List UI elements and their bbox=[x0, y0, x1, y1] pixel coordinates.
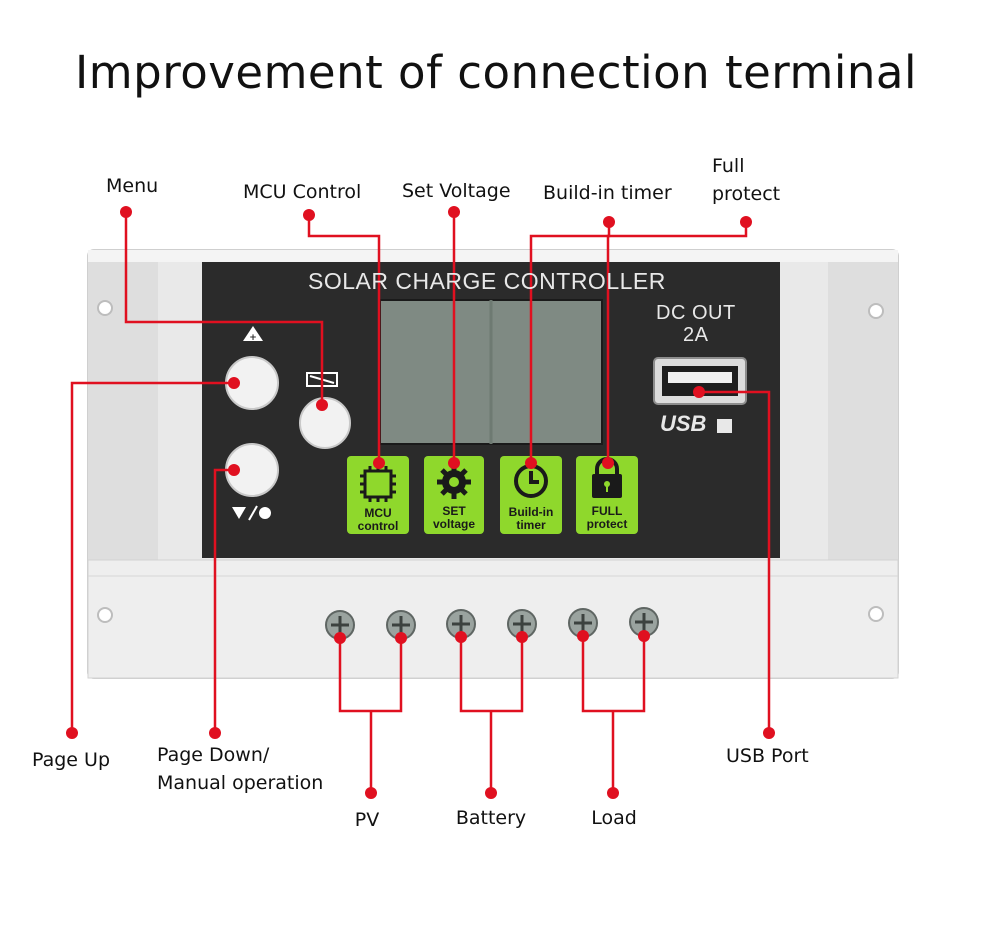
menu-leader bbox=[124, 212, 324, 405]
usb-b-icon bbox=[717, 419, 732, 433]
callout-page-down-line2: Manual operation bbox=[157, 772, 324, 794]
mcu-line2: control bbox=[357, 519, 399, 533]
build-in-timer-leader bbox=[529, 222, 611, 463]
dc-out-label: DC OUT bbox=[656, 302, 736, 324]
callout-mcu-control: MCU Control bbox=[243, 181, 362, 203]
mcu-line1: MCU bbox=[364, 506, 392, 520]
leader-lines bbox=[70, 212, 771, 793]
callout-pv: PV bbox=[354, 809, 380, 831]
page-title: Improvement of connection terminal bbox=[75, 46, 917, 99]
menu-button[interactable] bbox=[299, 397, 351, 449]
housing-top-rail bbox=[88, 250, 898, 262]
pv-positive-screw bbox=[325, 610, 355, 640]
mounting-holes bbox=[97, 300, 884, 623]
timer-line1: Build-in bbox=[508, 505, 554, 519]
callout-set-voltage: Set Voltage bbox=[402, 180, 511, 202]
callout-full-protect: Full protect bbox=[712, 152, 780, 208]
svg-text:+: + bbox=[249, 333, 257, 343]
callout-page-up: Page Up bbox=[32, 749, 111, 771]
panel-title: SOLAR CHARGE CONTROLLER bbox=[308, 268, 666, 294]
callout-full-protect-line1: Full bbox=[712, 155, 745, 177]
up-arrow-icon: + bbox=[243, 326, 263, 343]
callout-menu: Menu bbox=[106, 175, 159, 197]
timer-line2: timer bbox=[516, 518, 546, 532]
build-in-timer-button-label: Build-in timer bbox=[500, 506, 562, 532]
usb-port-tongue bbox=[668, 372, 732, 383]
callout-load: Load bbox=[591, 807, 637, 829]
full-protect-leader bbox=[606, 222, 748, 463]
callout-page-down: Page Down/ Manual operation bbox=[157, 741, 323, 797]
down-arrow-bulb-icon bbox=[232, 505, 271, 521]
leader-dots bbox=[66, 206, 775, 799]
mcu-control-button-label: MCU control bbox=[347, 507, 409, 533]
page-down-leader bbox=[213, 468, 234, 733]
dc-out-current: 2A bbox=[683, 324, 709, 346]
callout-build-in-timer: Build-in timer bbox=[543, 182, 672, 204]
page-up-leader bbox=[70, 381, 234, 733]
set-voltage-button-label: SET voltage bbox=[424, 505, 484, 531]
housing-right-flange bbox=[828, 262, 898, 562]
usb-logo: USB bbox=[660, 411, 707, 436]
usb-port-leader bbox=[699, 390, 771, 733]
protect-line2: protect bbox=[586, 517, 628, 531]
set-line2: voltage bbox=[432, 517, 475, 531]
callout-page-down-line1: Page Down/ bbox=[157, 744, 270, 766]
protect-line1: FULL bbox=[591, 504, 623, 518]
set-line1: SET bbox=[442, 504, 466, 518]
callout-usb-port: USB Port bbox=[726, 745, 809, 767]
callout-full-protect-line2: protect bbox=[712, 183, 781, 205]
callout-battery: Battery bbox=[455, 807, 527, 829]
terminal-strip bbox=[87, 559, 899, 679]
mcu-control-leader bbox=[307, 215, 381, 463]
full-protect-button-label: FULL protect bbox=[576, 505, 638, 531]
gear-icon bbox=[437, 465, 471, 499]
terminal-screws bbox=[325, 607, 659, 640]
load-positive-screw bbox=[568, 608, 598, 638]
